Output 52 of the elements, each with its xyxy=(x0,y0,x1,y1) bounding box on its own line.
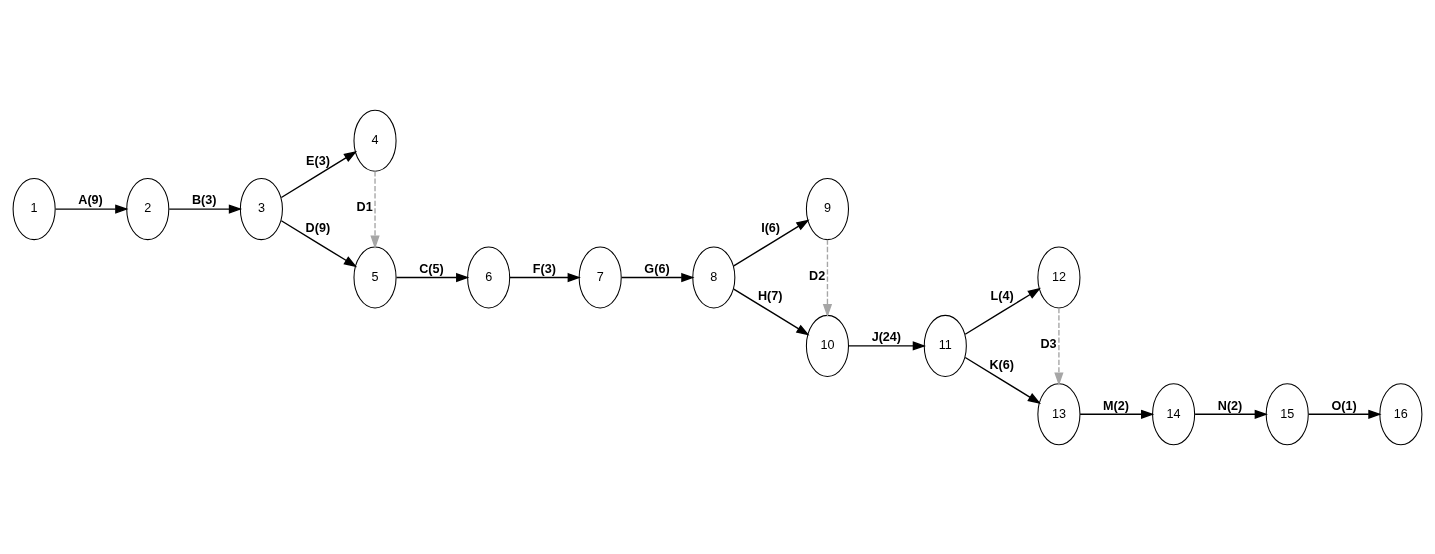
arrow xyxy=(847,340,926,351)
arrow xyxy=(1308,409,1382,419)
edge-label: G(6) xyxy=(644,261,670,276)
arrow xyxy=(1079,409,1155,419)
node-ellipse: 16 xyxy=(1379,382,1423,445)
edge-label: D3 xyxy=(1040,336,1057,351)
edge-label: H(7) xyxy=(758,288,783,303)
edge-label: D2 xyxy=(809,268,826,283)
node-ellipse: 10 xyxy=(805,314,849,377)
arrow xyxy=(370,170,380,249)
arrow xyxy=(621,272,695,282)
arrow xyxy=(822,238,833,317)
arrow xyxy=(280,150,358,198)
arrow xyxy=(280,219,358,267)
node-ellipse: 6 xyxy=(467,245,511,309)
node-ellipse: 15 xyxy=(1265,382,1309,445)
arrow xyxy=(395,272,470,282)
node-ellipse: 11 xyxy=(923,314,967,377)
node-ellipse: 12 xyxy=(1037,245,1081,309)
node-ellipse: 7 xyxy=(578,245,622,309)
node-ellipse: 2 xyxy=(126,177,170,240)
edge-label: I(6) xyxy=(761,220,781,235)
arrow xyxy=(1194,409,1268,419)
edge-label: L(4) xyxy=(990,288,1014,303)
edge-label: D1 xyxy=(356,199,373,214)
edge-label: A(9) xyxy=(78,192,103,207)
node-ellipse: 8 xyxy=(692,245,736,309)
edge-label: N(2) xyxy=(1217,398,1243,413)
arrow xyxy=(54,203,129,214)
node-ellipse: 5 xyxy=(353,245,397,309)
edge-label: M(2) xyxy=(1103,398,1130,413)
edge-label: O(1) xyxy=(1331,398,1357,413)
node-ellipse: 13 xyxy=(1037,382,1081,445)
node-ellipse: 1 xyxy=(12,177,56,240)
arrow xyxy=(964,356,1041,404)
arrow xyxy=(733,218,810,267)
edge-label: B(3) xyxy=(191,192,217,207)
arrow xyxy=(168,203,243,214)
edge-label: J(24) xyxy=(871,329,902,344)
node-ellipse: 3 xyxy=(239,177,283,240)
edge-label: F(3) xyxy=(532,261,556,276)
edge-label: C(5) xyxy=(419,261,444,276)
node-ellipse: 9 xyxy=(805,177,849,240)
edge-label: K(6) xyxy=(989,357,1015,372)
node-ellipse: 4 xyxy=(353,109,397,172)
arrow xyxy=(964,287,1041,335)
edge-label: E(3) xyxy=(306,153,330,167)
arrow xyxy=(509,272,581,282)
node-ellipse: 14 xyxy=(1152,382,1196,445)
arrow xyxy=(1054,306,1064,386)
edge-label: D(9) xyxy=(305,220,331,235)
arrow xyxy=(733,287,810,336)
